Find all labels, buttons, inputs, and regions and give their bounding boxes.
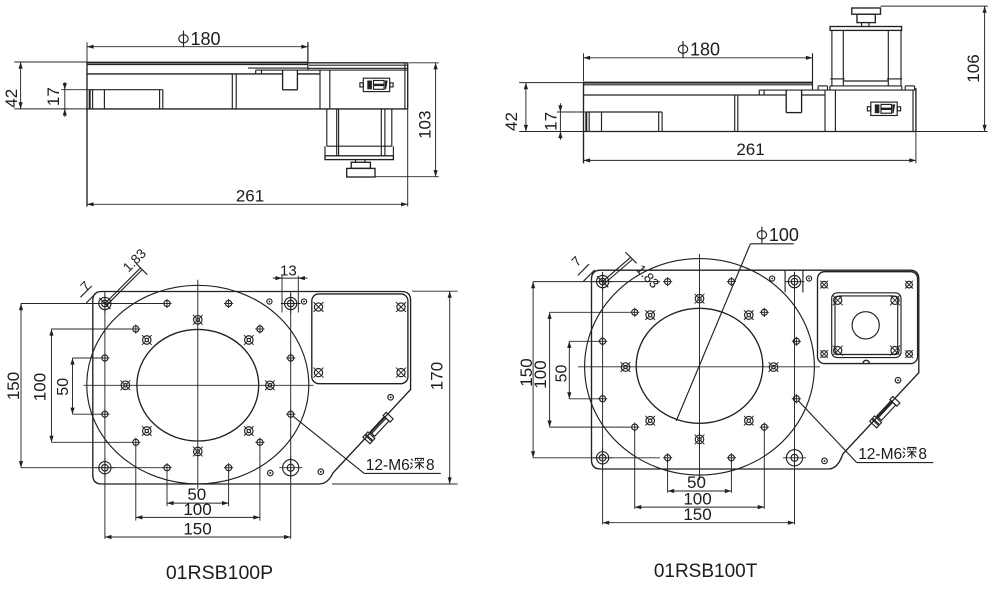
svg-text:150: 150 xyxy=(183,519,211,538)
svg-text:17: 17 xyxy=(44,87,63,106)
svg-text:150: 150 xyxy=(517,358,536,386)
svg-text:100: 100 xyxy=(31,373,50,401)
svg-text:17: 17 xyxy=(542,112,561,131)
svg-text:12-M6: 12-M6 xyxy=(858,446,902,463)
svg-text:50: 50 xyxy=(187,485,206,504)
svg-text:8: 8 xyxy=(918,446,927,463)
svg-text:180: 180 xyxy=(191,29,221,49)
svg-text:150: 150 xyxy=(4,372,23,400)
svg-text:100: 100 xyxy=(683,490,711,509)
svg-text:103: 103 xyxy=(416,111,435,139)
svg-text:170: 170 xyxy=(428,362,447,390)
svg-text:100: 100 xyxy=(769,225,799,245)
svg-text:106: 106 xyxy=(964,54,983,82)
svg-text:13: 13 xyxy=(280,263,297,280)
svg-text:12-M6: 12-M6 xyxy=(366,457,410,474)
svg-text:100: 100 xyxy=(531,360,550,388)
svg-text:261: 261 xyxy=(736,140,764,159)
svg-text:50: 50 xyxy=(687,473,706,492)
svg-text:261: 261 xyxy=(236,187,264,206)
svg-text:50: 50 xyxy=(554,365,571,383)
svg-text:50: 50 xyxy=(55,378,72,396)
svg-text:01RSB100P: 01RSB100P xyxy=(166,562,273,584)
svg-text:01RSB100T: 01RSB100T xyxy=(654,561,758,582)
svg-text:150: 150 xyxy=(683,505,711,524)
svg-text:8: 8 xyxy=(426,457,435,474)
svg-text:180: 180 xyxy=(690,40,720,60)
svg-text:42: 42 xyxy=(2,89,21,108)
svg-text:42: 42 xyxy=(502,112,521,131)
svg-text:100: 100 xyxy=(183,500,211,519)
